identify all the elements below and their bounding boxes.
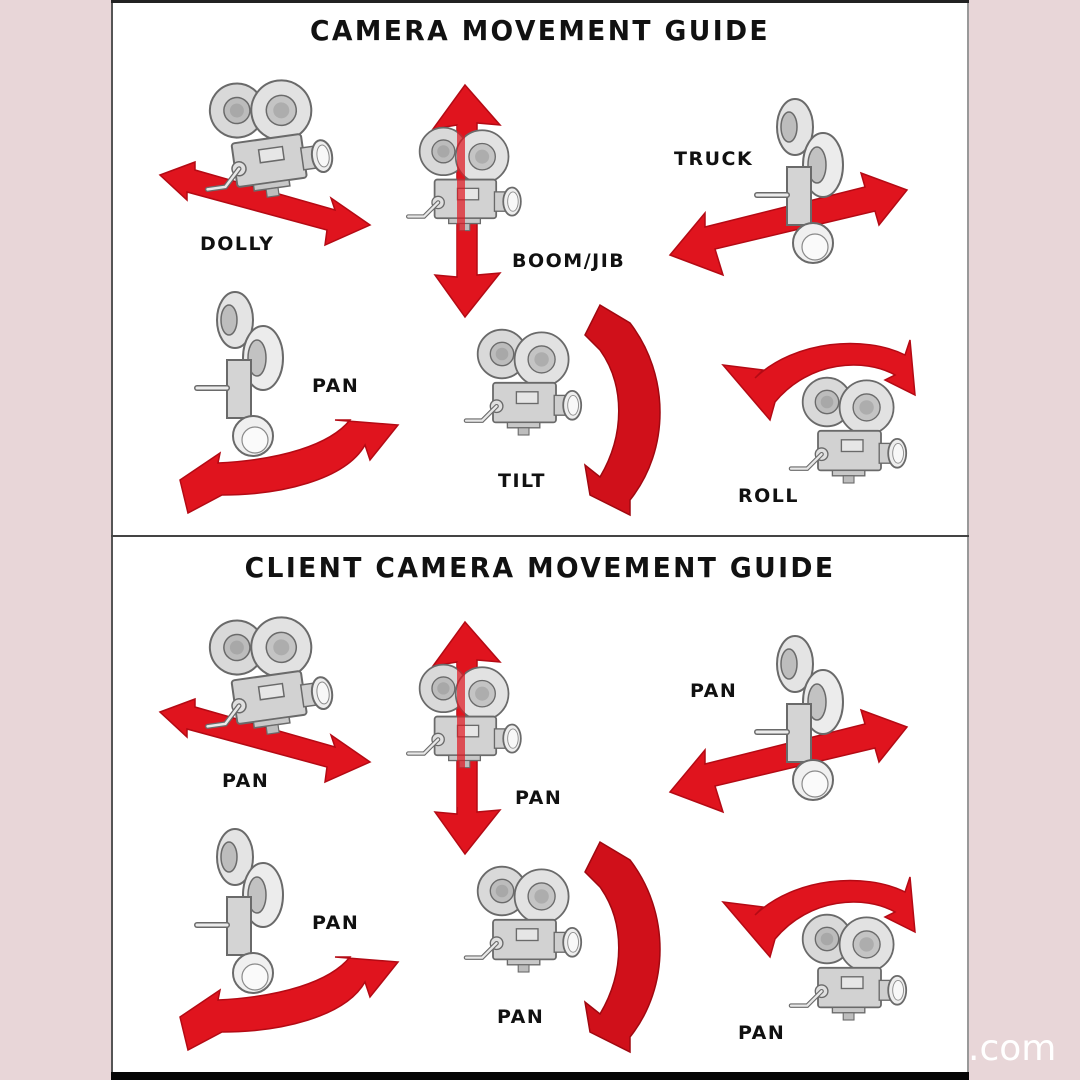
section-divider: [111, 535, 969, 537]
section-title-client-camera-movement-guide: CLIENT CAMERA MOVEMENT GUIDE: [244, 551, 836, 584]
camera-dolly-icon: [158, 80, 372, 247]
camera-truck-icon: [668, 95, 909, 277]
movement-label-truck: TRUCK: [674, 148, 754, 170]
client-movement-label-4: PAN: [312, 912, 360, 934]
client-tilt-illustration: [445, 840, 675, 1057]
camera-tilt-icon: [445, 840, 661, 1054]
client-boom-illustration: [395, 620, 545, 857]
camera-truck-icon: [668, 632, 909, 814]
client-truck-illustration: [665, 632, 915, 822]
client-movement-label-5: PAN: [497, 1006, 545, 1028]
client-movement-label-1: PAN: [222, 770, 270, 792]
camera-pan-icon: [179, 822, 400, 1052]
watermark-text: .com: [968, 1028, 1057, 1069]
client-movement-label-2: PAN: [515, 787, 563, 809]
top-border: [111, 0, 969, 3]
client-roll-illustration: [715, 857, 925, 1067]
dolly-illustration: [155, 80, 385, 260]
camera-tilt-icon: [445, 303, 661, 517]
section-title-camera-movement-guide: CAMERA MOVEMENT GUIDE: [310, 14, 770, 47]
bottom-border: [111, 1072, 969, 1080]
camera-boom-icon: [395, 83, 545, 319]
client-movement-label-6: PAN: [738, 1022, 786, 1044]
roll-illustration: [715, 320, 925, 530]
pan-illustration: [170, 285, 410, 515]
movement-label-pan: PAN: [312, 375, 360, 397]
client-movement-label-3: PAN: [690, 680, 738, 702]
tilt-illustration: [445, 303, 675, 520]
truck-illustration: [665, 95, 915, 285]
camera-roll-icon: [721, 339, 916, 530]
movement-label-dolly: DOLLY: [200, 233, 275, 255]
boom-illustration: [395, 83, 545, 320]
movement-label-tilt: TILT: [498, 470, 546, 492]
camera-dolly-icon: [158, 617, 372, 784]
movement-label-roll: ROLL: [738, 485, 799, 507]
camera-pan-icon: [179, 285, 400, 515]
client-pan-illustration: [170, 822, 410, 1052]
camera-roll-icon: [721, 876, 916, 1067]
movement-label-boom-jib: BOOM/JIB: [512, 250, 626, 272]
client-dolly-illustration: [155, 617, 385, 797]
camera-boom-icon: [395, 620, 545, 856]
